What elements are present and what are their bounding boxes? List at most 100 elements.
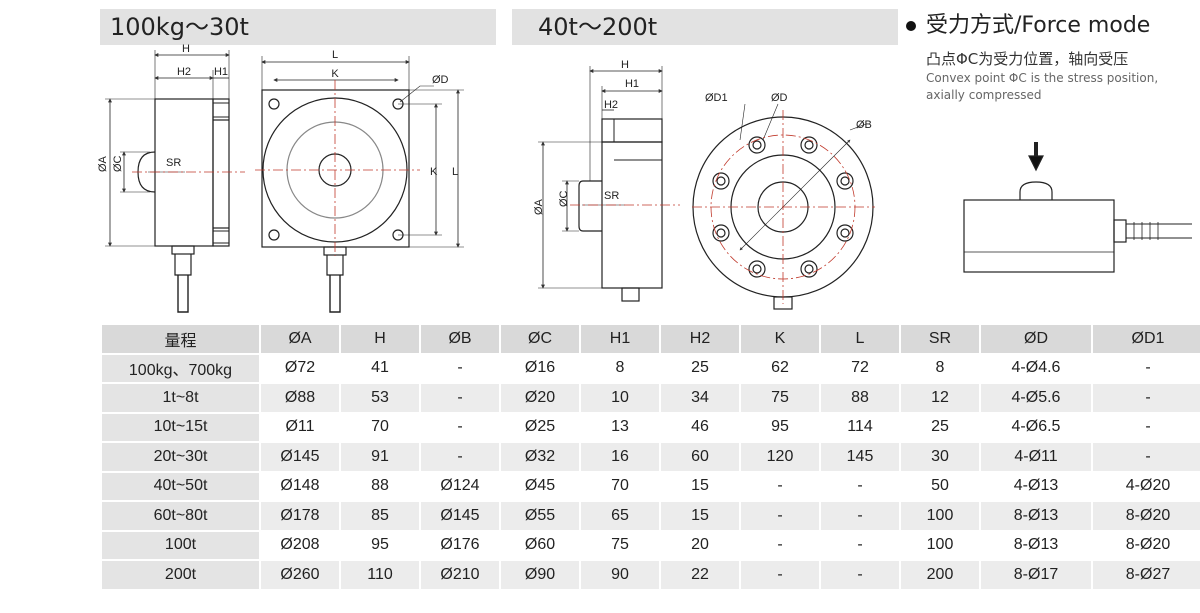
column-header: L [821, 325, 899, 353]
label-H2-large: H2 [604, 99, 618, 111]
column-header: 量程 [102, 325, 259, 353]
table-cell: - [421, 354, 499, 382]
table-cell: - [421, 384, 499, 412]
table-cell: 145 [821, 443, 899, 471]
table-cell: 95 [341, 531, 419, 559]
table-cell: 200 [901, 561, 979, 589]
table-cell: 91 [341, 443, 419, 471]
label-SR-large: SR [604, 190, 619, 202]
table-cell: 100 [901, 531, 979, 559]
label-phiA-large: ØA [533, 198, 545, 215]
table-cell: Ø148 [261, 472, 339, 500]
table-cell: 15 [661, 472, 739, 500]
column-header: ØC [501, 325, 579, 353]
table-cell: 22 [661, 561, 739, 589]
table-cell: 46 [661, 413, 739, 441]
table-cell: Ø260 [261, 561, 339, 589]
range-cell: 60t~80t [102, 502, 259, 530]
force-mode-description-en-2: axially compressed [926, 88, 1042, 102]
table-cell: 85 [341, 502, 419, 530]
table-cell: Ø145 [421, 502, 499, 530]
table-cell: Ø208 [261, 531, 339, 559]
table-cell: 75 [581, 531, 659, 559]
table-cell: 90 [581, 561, 659, 589]
table-cell: 60 [661, 443, 739, 471]
table-cell: 70 [581, 472, 659, 500]
range-cell: 100kg、700kg [102, 354, 259, 382]
table-cell: - [421, 413, 499, 441]
column-header: ØD1 [1093, 325, 1200, 353]
section-title-small-range: 100kg～30t [100, 9, 496, 45]
label-phiA: ØA [97, 155, 109, 172]
table-cell: 95 [741, 413, 819, 441]
range-cell: 200t [102, 561, 259, 589]
table-cell: Ø45 [501, 472, 579, 500]
table-cell: Ø90 [501, 561, 579, 589]
table-cell: 65 [581, 502, 659, 530]
table-cell: 20 [661, 531, 739, 559]
table-cell: - [1093, 413, 1200, 441]
label-K-vertical: K [430, 166, 438, 178]
table-cell: 114 [821, 413, 899, 441]
table-cell: 4-Ø20 [1093, 472, 1200, 500]
label-SR: SR [166, 157, 181, 169]
force-mode-description-en-1: Convex point ΦC is the stress position, [926, 71, 1159, 85]
force-mode-illustration [963, 142, 1192, 273]
table-cell: 62 [741, 354, 819, 382]
table-cell: Ø25 [501, 413, 579, 441]
table-cell: Ø16 [501, 354, 579, 382]
column-header: ØB [421, 325, 499, 353]
top-view-small [261, 56, 464, 313]
table-cell: 8 [581, 354, 659, 382]
column-header: H [341, 325, 419, 353]
table-cell: - [821, 472, 899, 500]
table-cell: 8-Ø27 [1093, 561, 1200, 589]
table-cell: 12 [901, 384, 979, 412]
table-cell: 120 [741, 443, 819, 471]
table-cell: 25 [661, 354, 739, 382]
label-phiC-large: ØC [558, 190, 570, 207]
label-L: L [332, 49, 338, 61]
table-cell: Ø88 [261, 384, 339, 412]
table-cell: Ø32 [501, 443, 579, 471]
table-cell: Ø124 [421, 472, 499, 500]
technical-drawings: H H2 H1 ØA ØC SR L K ØD K L H H1 H2 ØA Ø… [97, 43, 1192, 313]
table-cell: - [1093, 443, 1200, 471]
side-view-small [105, 50, 230, 313]
table-cell: - [821, 531, 899, 559]
table-cell: 70 [341, 413, 419, 441]
table-cell: 8-Ø20 [1093, 502, 1200, 530]
table-cell: - [1093, 354, 1200, 382]
force-mode-panel: 受力方式/Force mode 凸点ΦC为受力位置，轴向受压 Convex po… [906, 12, 1196, 103]
table-cell: 4-Ø6.5 [981, 413, 1091, 441]
label-phiD-large: ØD [771, 92, 788, 104]
table-cell: 10 [581, 384, 659, 412]
range-cell: 10t~15t [102, 413, 259, 441]
label-phiC: ØC [112, 155, 124, 172]
table-cell: Ø178 [261, 502, 339, 530]
column-header: ØD [981, 325, 1091, 353]
label-H2: H2 [177, 66, 191, 78]
table-cell: 34 [661, 384, 739, 412]
table-cell: 110 [341, 561, 419, 589]
label-K: K [331, 68, 339, 80]
label-H-large: H [621, 59, 629, 71]
table-cell: 16 [581, 443, 659, 471]
table-cell: 41 [341, 354, 419, 382]
table-cell: Ø176 [421, 531, 499, 559]
table-cell: 8-Ø17 [981, 561, 1091, 589]
column-header: H1 [581, 325, 659, 353]
table-cell: 53 [341, 384, 419, 412]
table-cell: 13 [581, 413, 659, 441]
force-mode-title: 受力方式/Force mode [906, 12, 1196, 40]
table-cell: 8-Ø13 [981, 531, 1091, 559]
section-title-large-range: 40t～200t [512, 9, 898, 45]
